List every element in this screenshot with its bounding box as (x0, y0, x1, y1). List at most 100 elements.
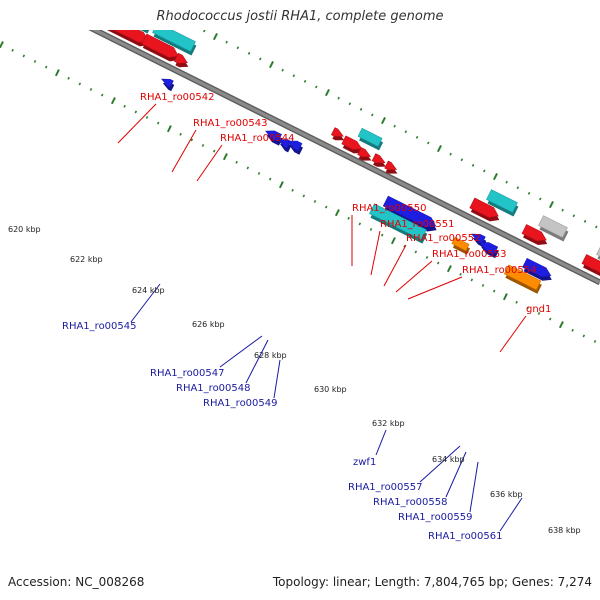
gene-zwf1-cyan[interactable] (369, 203, 427, 241)
upper-tick (225, 40, 228, 44)
scale-label: 634 kbp (432, 455, 465, 464)
lower-tick (67, 76, 70, 80)
lower-tick (571, 328, 574, 332)
gene-label[interactable]: RHA1_ro00558 (373, 497, 448, 508)
gene-ro00557[interactable] (471, 233, 486, 244)
upper-tick (381, 116, 386, 125)
gene-ro00554[interactable] (384, 160, 398, 170)
gene-label[interactable]: RHA1_ro00549 (203, 398, 278, 409)
upper-tick (247, 51, 251, 55)
gene-label[interactable]: zwf1 (353, 457, 376, 468)
gene-label[interactable]: RHA1_ro00544 (220, 133, 295, 144)
lower-tick (403, 244, 406, 248)
lower-tick (502, 293, 508, 301)
gene-blue-edge2[interactable] (19, 9, 37, 22)
gene-label[interactable]: RHA1_ro00550 (352, 203, 427, 214)
lower-tick (0, 41, 4, 49)
upper-tick (483, 169, 486, 173)
lower-tick (324, 205, 328, 209)
gene-label[interactable]: RHA1_ro00557 (348, 482, 423, 493)
gene-label[interactable]: RHA1_ro00542 (140, 92, 215, 103)
gene-blue-edge1[interactable] (0, 0, 20, 11)
lower-tick (278, 181, 284, 189)
gene-label[interactable]: RHA1_ro00548 (176, 383, 251, 394)
gene-ro00550b[interactable] (330, 127, 344, 137)
scale-label: 638 kbp (548, 526, 581, 535)
gene-gray-2[interactable] (596, 245, 600, 272)
gene-red-3[interactable] (581, 254, 600, 277)
gene-ro00552[interactable] (357, 147, 372, 157)
gene-label[interactable]: RHA1_ro00543 (193, 118, 268, 129)
gene-label[interactable]: RHA1_ro00561 (428, 531, 503, 542)
gene-ro00553[interactable] (371, 153, 386, 164)
gene-ro00542[interactable] (83, 0, 152, 29)
gene-ro00559[interactable] (451, 237, 470, 252)
gene-label[interactable]: RHA1_ro00551 (380, 219, 455, 230)
gene-ro00558[interactable] (479, 242, 499, 255)
gene-ro00548[interactable] (278, 139, 292, 149)
lower-tick (347, 216, 350, 220)
upper-tick (539, 197, 542, 201)
gene-ro00549[interactable] (287, 140, 303, 152)
gene-label[interactable]: RHA1_ro00559 (398, 512, 473, 523)
label-leader (171, 129, 197, 173)
gene-ro00561-orange[interactable] (503, 264, 542, 291)
label-leader (273, 359, 281, 399)
lower-tick (558, 321, 564, 329)
gene-zwf1-blue[interactable] (382, 195, 437, 228)
lower-tick (145, 116, 149, 119)
gene-ro00551[interactable] (341, 135, 363, 150)
scale-label: 624 kbp (132, 286, 165, 295)
upper-tick (437, 144, 442, 153)
lower-tick (358, 222, 362, 226)
gene-gnd1[interactable] (486, 189, 518, 213)
lower-tick (436, 261, 440, 265)
gene-gnd1b[interactable] (469, 197, 499, 218)
lower-tick (33, 60, 37, 63)
lower-tick (246, 166, 250, 170)
gene-ro00545[interactable] (161, 78, 174, 88)
gene-ro00544[interactable] (173, 52, 188, 64)
lower-tick (166, 125, 172, 133)
upper-tick (427, 141, 430, 145)
gene-label[interactable]: RHA1_ro00554 (462, 265, 537, 276)
scale-label: 630 kbp (314, 385, 347, 394)
lower-tick (582, 334, 586, 338)
lower-tick (390, 237, 396, 245)
label-leader (445, 451, 467, 498)
label-leader (196, 144, 223, 182)
lower-tick (492, 289, 496, 293)
upper-tick (281, 68, 284, 72)
label-leader (499, 497, 523, 532)
lower-tick (134, 110, 138, 114)
gene-label[interactable]: RHA1_ro00553 (432, 249, 507, 260)
upper-tick (493, 172, 498, 181)
gene-gray-1[interactable] (538, 215, 568, 238)
gene-ro00543[interactable] (152, 23, 196, 52)
gene-ro00543b[interactable] (141, 33, 179, 58)
lower-tick (515, 300, 518, 304)
gene-red-2[interactable] (521, 224, 547, 242)
scale-label: 626 kbp (192, 320, 225, 329)
lower-tick (78, 82, 82, 86)
upper-tick (561, 208, 564, 212)
accession-text: Accession: NC_008268 (8, 575, 145, 589)
scale-label: 628 kbp (254, 351, 287, 360)
lower-tick (89, 88, 93, 91)
gene-ro00561-blue[interactable] (522, 257, 552, 278)
upper-tick (181, 19, 182, 21)
gene-ro00550[interactable] (357, 127, 383, 147)
lower-tick (425, 256, 429, 259)
lower-tick (235, 160, 238, 164)
gene-label[interactable]: gnd1 (526, 304, 551, 315)
lower-tick (257, 172, 261, 175)
gene-label[interactable]: RHA1_ro00552 (406, 233, 481, 244)
gene-label[interactable]: RHA1_ro00545 (62, 321, 137, 332)
label-leader (419, 445, 461, 483)
gene-label[interactable]: RHA1_ro00547 (150, 368, 225, 379)
upper-tick (170, 13, 171, 15)
gene-ro00547[interactable] (265, 130, 282, 143)
upper-tick (203, 30, 206, 33)
tick-marks (0, 13, 598, 343)
